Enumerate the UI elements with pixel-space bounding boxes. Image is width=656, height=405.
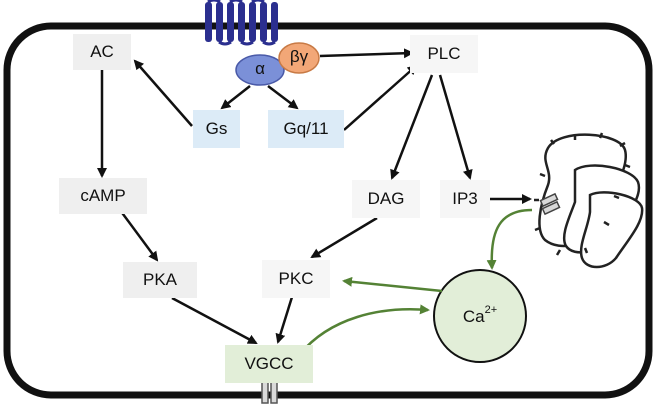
- betagamma-subunit: [278, 42, 320, 74]
- arrow-plc-ip3: [438, 74, 473, 180]
- arrow-er-ca: [486, 208, 533, 270]
- receptor-icon: [205, 0, 278, 46]
- arrow-pkc-vgcc: [275, 296, 294, 344]
- gq11-node: Gq/11: [268, 110, 344, 148]
- arrow-vgcc-ca: [299, 304, 430, 355]
- camp-node: cAMP: [59, 178, 147, 214]
- calcium-circle: [433, 269, 527, 363]
- ac-node: AC: [73, 34, 131, 70]
- pka-node: PKA: [123, 262, 197, 298]
- gs-node: Gs: [193, 110, 240, 148]
- dag-node: DAG: [352, 180, 420, 218]
- arrow-ca-pkc: [342, 276, 443, 293]
- plc-node: PLC: [410, 35, 478, 73]
- alpha-subunit: [235, 54, 285, 86]
- green-arrows: [299, 208, 533, 355]
- arrow-alpha-gq: [267, 85, 299, 110]
- arrow-camp-pka: [118, 209, 159, 262]
- ip3-channel-icon: [539, 192, 561, 216]
- ip3-node: IP3: [440, 180, 490, 218]
- endoplasmic-reticulum-icon: [534, 132, 644, 269]
- arrow-pka-vgcc: [171, 296, 258, 345]
- cell-membrane: [3, 22, 653, 399]
- betagamma-label: βγ: [289, 47, 309, 66]
- pkc-node: PKC: [262, 260, 330, 298]
- alpha-label: α: [255, 59, 265, 78]
- arrow-alpha-gs: [220, 85, 251, 110]
- arrow-gs-ac: [133, 59, 193, 127]
- arrow-gq-plc: [343, 64, 418, 131]
- arrow-betagamma-plc: [319, 48, 414, 59]
- black-arrows: [97, 48, 532, 345]
- arrow-plc-dag: [390, 74, 434, 180]
- arrow-dag-pkc: [310, 216, 378, 259]
- vgcc-node: VGCC: [225, 345, 313, 383]
